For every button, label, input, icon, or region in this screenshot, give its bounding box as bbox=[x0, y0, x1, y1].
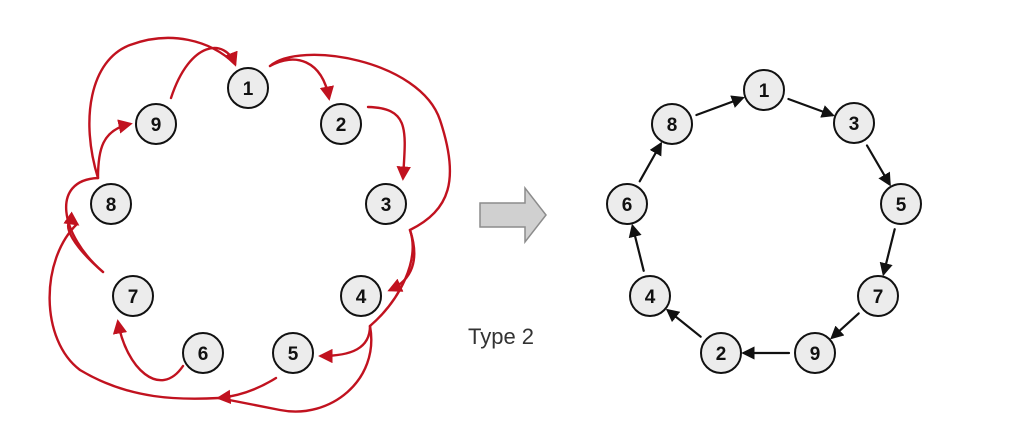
right-node-circle bbox=[700, 332, 742, 374]
right-node-circle bbox=[606, 183, 648, 225]
left-node-9: 9 bbox=[135, 103, 177, 145]
left-node-6: 6 bbox=[182, 332, 224, 374]
right-node-2: 2 bbox=[700, 332, 742, 374]
left-edge-arrow bbox=[366, 105, 411, 181]
right-node-7: 7 bbox=[857, 275, 899, 317]
left-node-circle bbox=[320, 103, 362, 145]
right-edge-arrow-4-6 bbox=[628, 223, 645, 272]
right-node-circle bbox=[743, 69, 785, 111]
left-node-label: 7 bbox=[128, 287, 139, 308]
right-node-group: 1 3 5 7 9 2 4 6 8 bbox=[606, 69, 922, 374]
right-arrow-group bbox=[628, 95, 896, 360]
left-edge-arrow bbox=[96, 119, 133, 180]
left-arrow-group bbox=[48, 36, 452, 413]
left-node-8: 8 bbox=[90, 183, 132, 225]
type-caption: Type 2 bbox=[468, 324, 535, 349]
right-edge-arrow-3-5 bbox=[865, 144, 891, 187]
right-node-circle bbox=[880, 183, 922, 225]
right-edge-arrow-1-3 bbox=[787, 97, 835, 118]
right-node-3: 3 bbox=[833, 102, 875, 144]
left-node-1: 1 bbox=[227, 67, 269, 109]
right-edge-arrow-5-7 bbox=[879, 228, 896, 277]
left-node-2: 2 bbox=[320, 103, 362, 145]
left-loop-strand bbox=[48, 222, 221, 400]
left-node-5: 5 bbox=[272, 332, 314, 374]
left-node-4: 4 bbox=[340, 275, 382, 317]
right-node-label: 3 bbox=[849, 114, 860, 135]
left-node-label: 3 bbox=[381, 195, 392, 216]
left-node-circle bbox=[182, 332, 224, 374]
right-node-label: 6 bbox=[622, 195, 633, 216]
right-node-9: 9 bbox=[794, 332, 836, 374]
left-node-circle bbox=[272, 332, 314, 374]
right-node-label: 7 bbox=[873, 287, 884, 308]
right-node-6: 6 bbox=[606, 183, 648, 225]
right-arrow-icon bbox=[479, 185, 547, 245]
right-node-circle bbox=[629, 275, 671, 317]
left-node-circle bbox=[135, 103, 177, 145]
left-node-group: 1 2 3 4 5 6 7 8 9 bbox=[90, 67, 407, 374]
left-node-label: 2 bbox=[336, 115, 347, 136]
left-node-circle bbox=[227, 67, 269, 109]
left-loop-strand bbox=[268, 53, 452, 232]
left-edge-arrow bbox=[112, 319, 185, 382]
left-edge-arrow bbox=[169, 46, 238, 100]
left-edge-arrow bbox=[268, 58, 334, 101]
right-node-circle bbox=[833, 102, 875, 144]
right-node-label: 9 bbox=[810, 344, 821, 365]
left-loop-strand bbox=[88, 36, 237, 180]
left-edge-arrow bbox=[216, 376, 278, 405]
right-node-label: 8 bbox=[667, 115, 678, 136]
left-node-circle bbox=[112, 275, 154, 317]
right-node-label: 2 bbox=[716, 344, 727, 365]
left-node-3: 3 bbox=[365, 183, 407, 225]
right-node-circle bbox=[651, 103, 693, 145]
left-node-label: 8 bbox=[106, 195, 117, 216]
left-node-label: 1 bbox=[243, 79, 254, 100]
right-node-label: 4 bbox=[645, 287, 656, 308]
left-node-circle bbox=[340, 275, 382, 317]
left-node-label: 4 bbox=[356, 287, 367, 308]
right-node-label: 1 bbox=[759, 81, 770, 102]
right-node-circle bbox=[857, 275, 899, 317]
right-node-1: 1 bbox=[743, 69, 785, 111]
left-edge-arrow bbox=[63, 211, 105, 274]
left-node-label: 9 bbox=[151, 115, 162, 136]
right-edge-arrow-2-4 bbox=[665, 308, 702, 338]
left-loop-strand bbox=[217, 324, 373, 413]
right-edge-arrow-8-1 bbox=[695, 95, 745, 117]
left-node-label: 5 bbox=[288, 344, 299, 365]
left-edge-arrow bbox=[387, 228, 416, 292]
left-node-circle bbox=[365, 183, 407, 225]
right-edge-arrow-6-8 bbox=[638, 141, 662, 183]
right-node-4: 4 bbox=[629, 275, 671, 317]
left-edge-arrow bbox=[318, 324, 372, 364]
left-node-7: 7 bbox=[112, 275, 154, 317]
right-node-8: 8 bbox=[651, 103, 693, 145]
left-node-label: 6 bbox=[198, 344, 209, 365]
right-edge-arrow-7-9 bbox=[830, 312, 860, 340]
left-node-circle bbox=[90, 183, 132, 225]
right-node-circle bbox=[794, 332, 836, 374]
right-node-5: 5 bbox=[880, 183, 922, 225]
right-node-label: 5 bbox=[896, 195, 907, 216]
